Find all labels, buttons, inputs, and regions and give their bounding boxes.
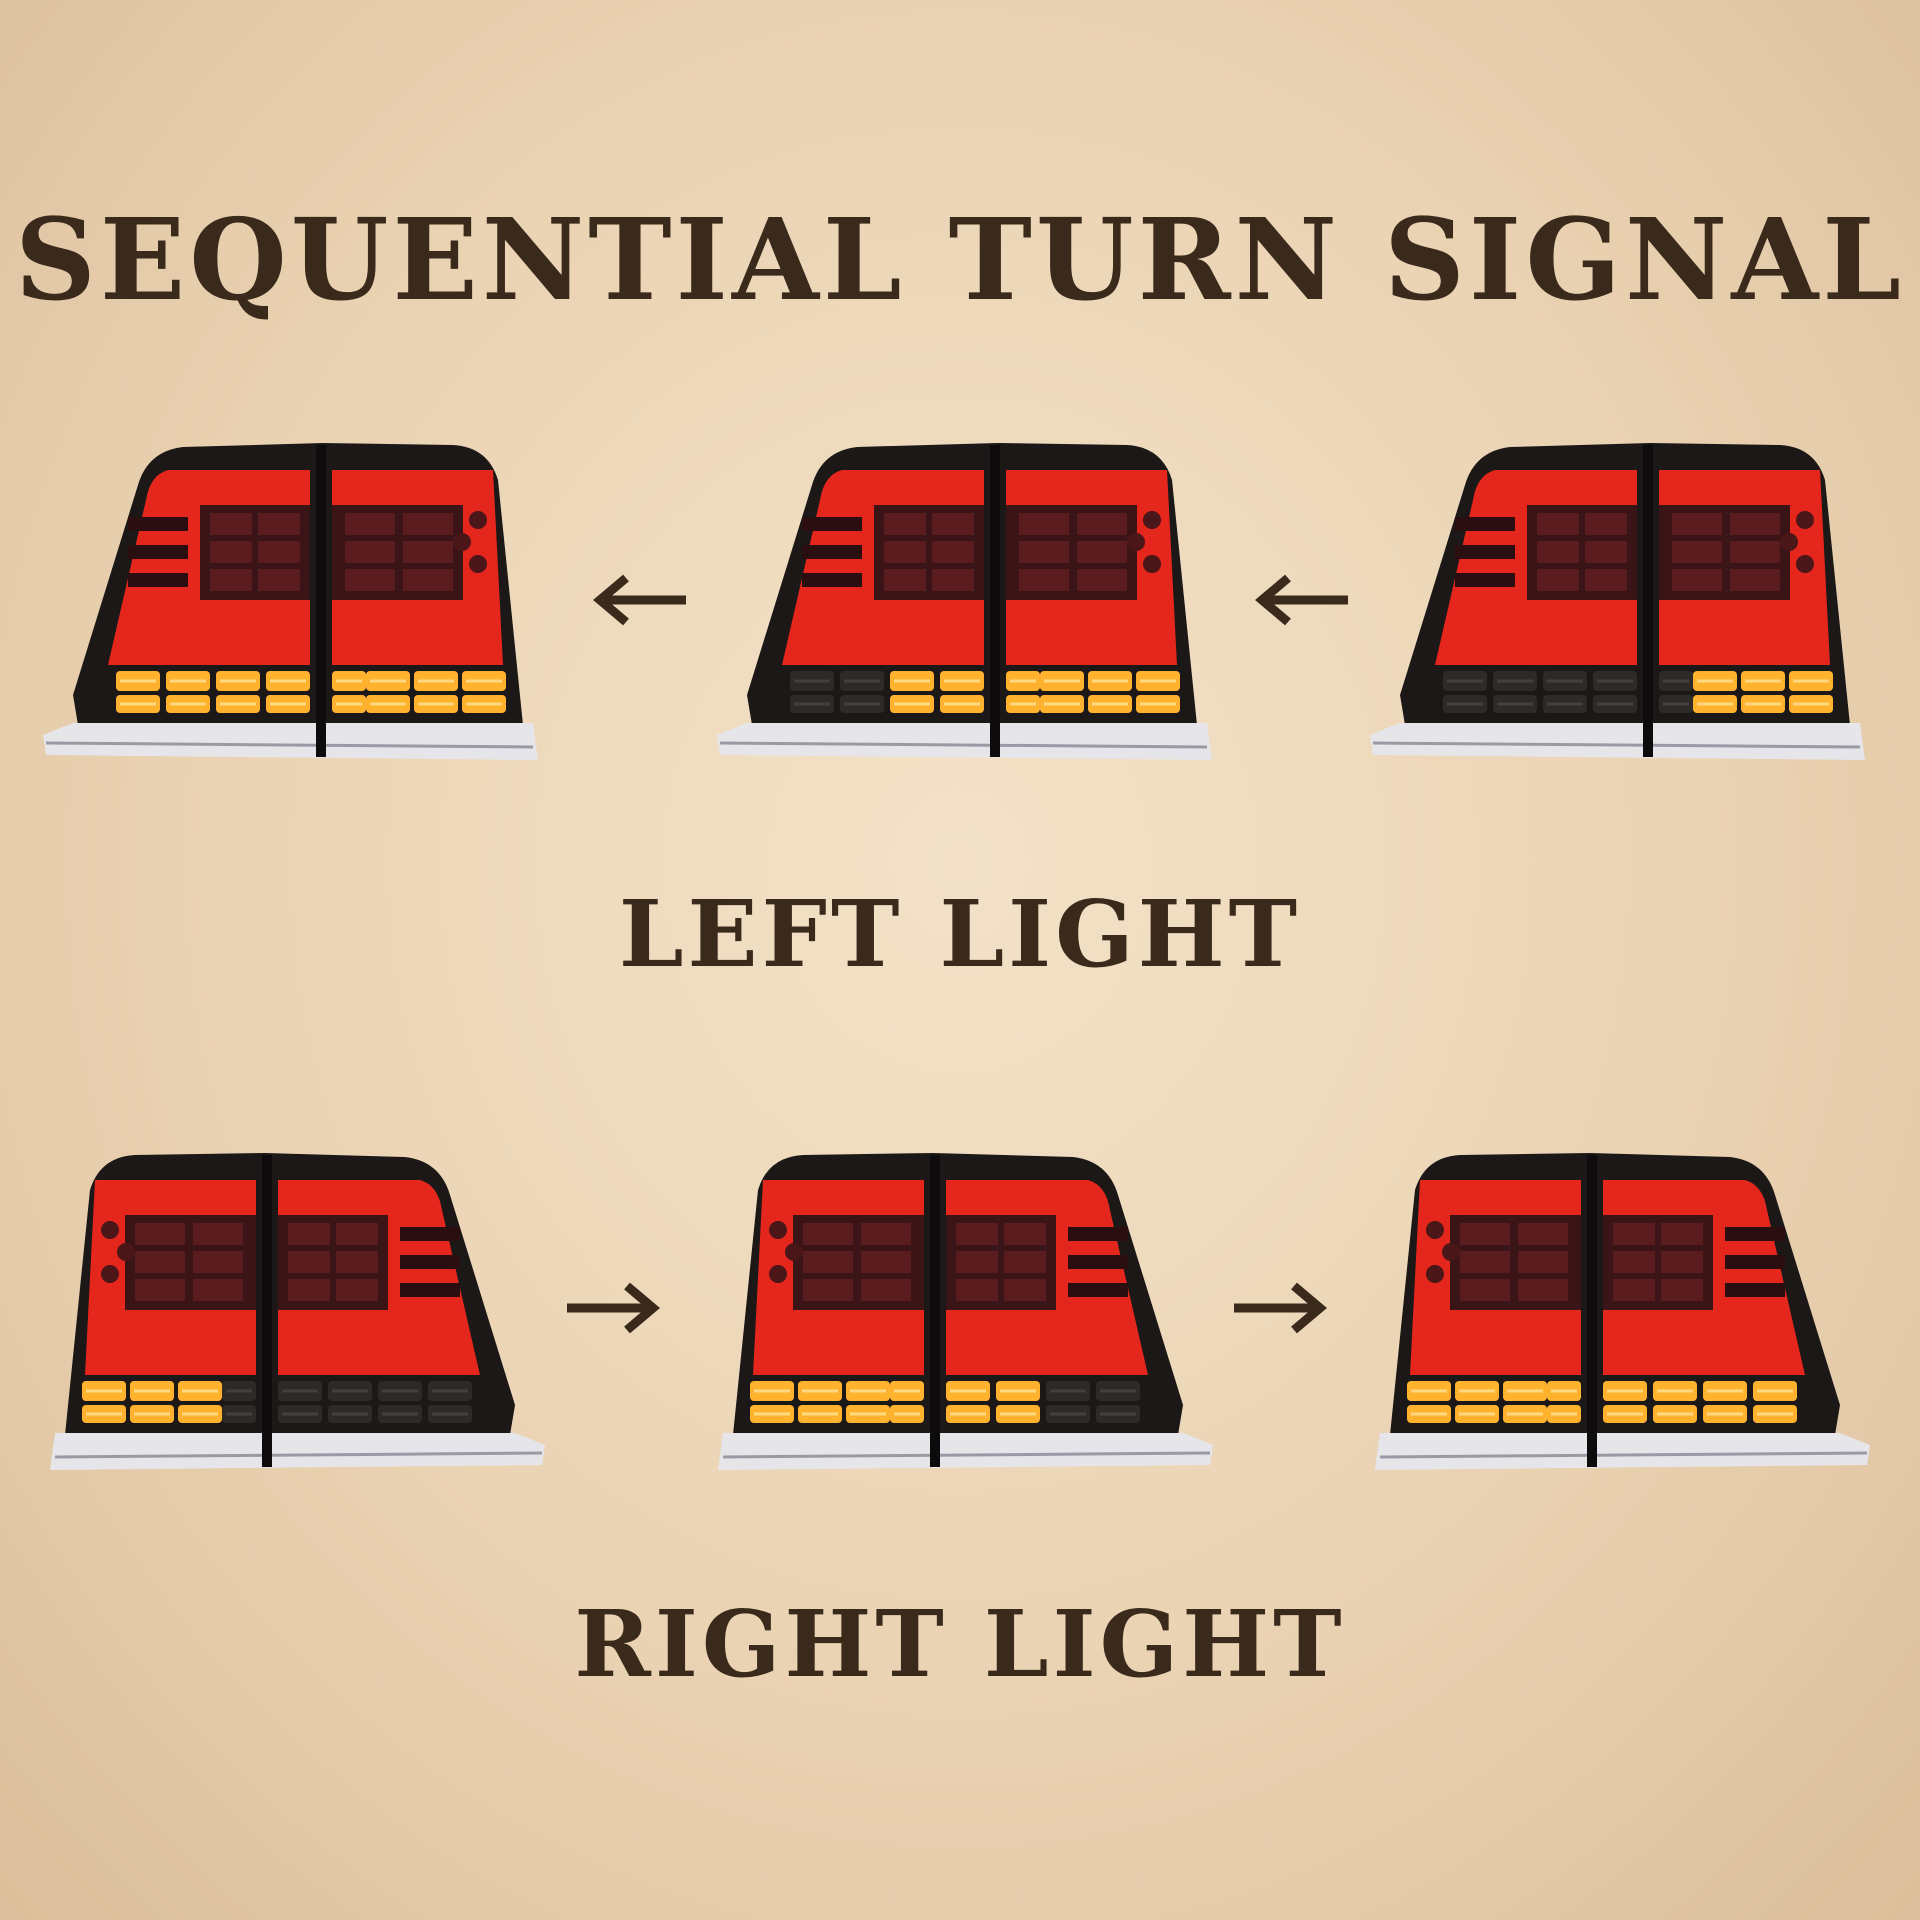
left-light-label: LEFT LIGHT bbox=[618, 880, 1302, 988]
left-light-frame-3-shape bbox=[1370, 443, 1865, 760]
right-light-frame-1 bbox=[50, 1153, 545, 1470]
arrow-left-icon bbox=[1255, 574, 1348, 626]
left-light-frame-1-shape bbox=[43, 443, 538, 760]
right-light-label: RIGHT LIGHT bbox=[574, 1590, 1346, 1698]
arrow-left-icon bbox=[593, 574, 686, 626]
left-light-frame-2-shape bbox=[717, 443, 1212, 760]
arrow-right-icon bbox=[1234, 1282, 1327, 1334]
right-light-frame-2 bbox=[718, 1153, 1213, 1470]
arrow-right-icon bbox=[567, 1282, 660, 1334]
left-light-frame-2 bbox=[717, 443, 1212, 760]
right-light-frame-1-shape bbox=[50, 1153, 545, 1470]
page-title: SEQUENTIAL TURN SIGNAL bbox=[14, 195, 1905, 326]
left-light-frame-3 bbox=[1370, 443, 1865, 760]
right-light-frame-3-shape bbox=[1375, 1153, 1870, 1470]
right-light-frame-3 bbox=[1375, 1153, 1870, 1470]
right-light-frame-2-shape bbox=[718, 1153, 1213, 1470]
left-light-frame-1 bbox=[43, 443, 538, 760]
